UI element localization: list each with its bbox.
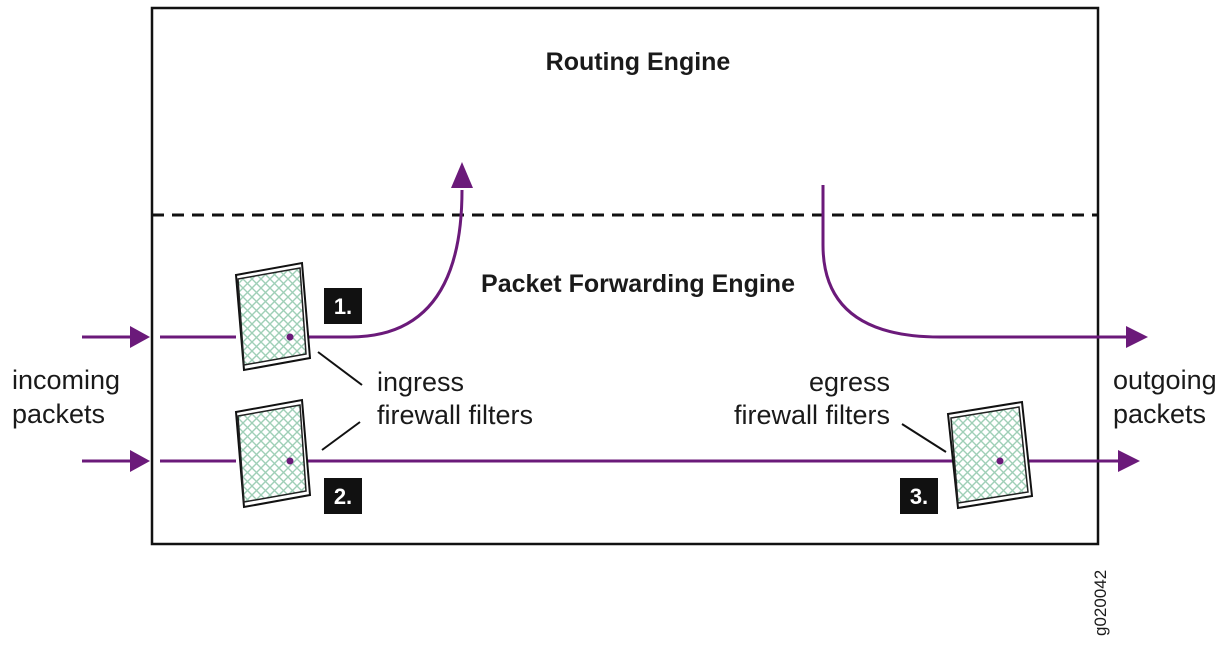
badge-3-text: 3. <box>910 484 928 509</box>
flow-dot-3 <box>996 457 1004 465</box>
egress-label-line2: firewall filters <box>734 400 890 430</box>
outgoing-label-line1: outgoing <box>1113 365 1217 395</box>
flow-dot-1 <box>286 333 294 341</box>
flow-path-1 <box>290 189 464 339</box>
outgoing-arrowhead-top <box>1126 326 1148 348</box>
outgoing-label-line2: packets <box>1113 399 1206 429</box>
incoming-label-line2: packets <box>12 399 105 429</box>
badge-1: 1. <box>324 288 362 324</box>
badge-3: 3. <box>900 478 938 514</box>
pfe-label: Packet Forwarding Engine <box>481 270 795 298</box>
outgoing-arrowhead-bottom <box>1118 450 1140 472</box>
incoming-arrowhead-bottom <box>130 450 150 472</box>
ingress-filter-bottom-icon <box>234 398 312 509</box>
figure-id: g020042 <box>1091 570 1110 636</box>
badge-2-text: 2. <box>334 484 352 509</box>
flow-dot-2 <box>286 457 294 465</box>
flow-path-re-out <box>821 185 1126 339</box>
ingress-leader-bottom <box>321 421 361 451</box>
ingress-label-line1: ingress <box>377 367 464 397</box>
badge-1-text: 1. <box>334 294 352 319</box>
router-box <box>150 6 1100 546</box>
ingress-leader-top <box>317 351 363 386</box>
routing-engine-label: Routing Engine <box>546 48 731 76</box>
ingress-label-line2: firewall filters <box>377 400 533 430</box>
egress-filter-icon <box>946 400 1034 510</box>
incoming-arrowhead-top <box>130 326 150 348</box>
egress-label-line1: egress <box>809 367 890 397</box>
egress-leader <box>901 423 947 453</box>
flow-arrowhead-up <box>451 162 473 188</box>
incoming-label-line1: incoming <box>12 365 120 395</box>
badge-2: 2. <box>324 478 362 514</box>
ingress-filter-top-icon <box>234 261 312 372</box>
